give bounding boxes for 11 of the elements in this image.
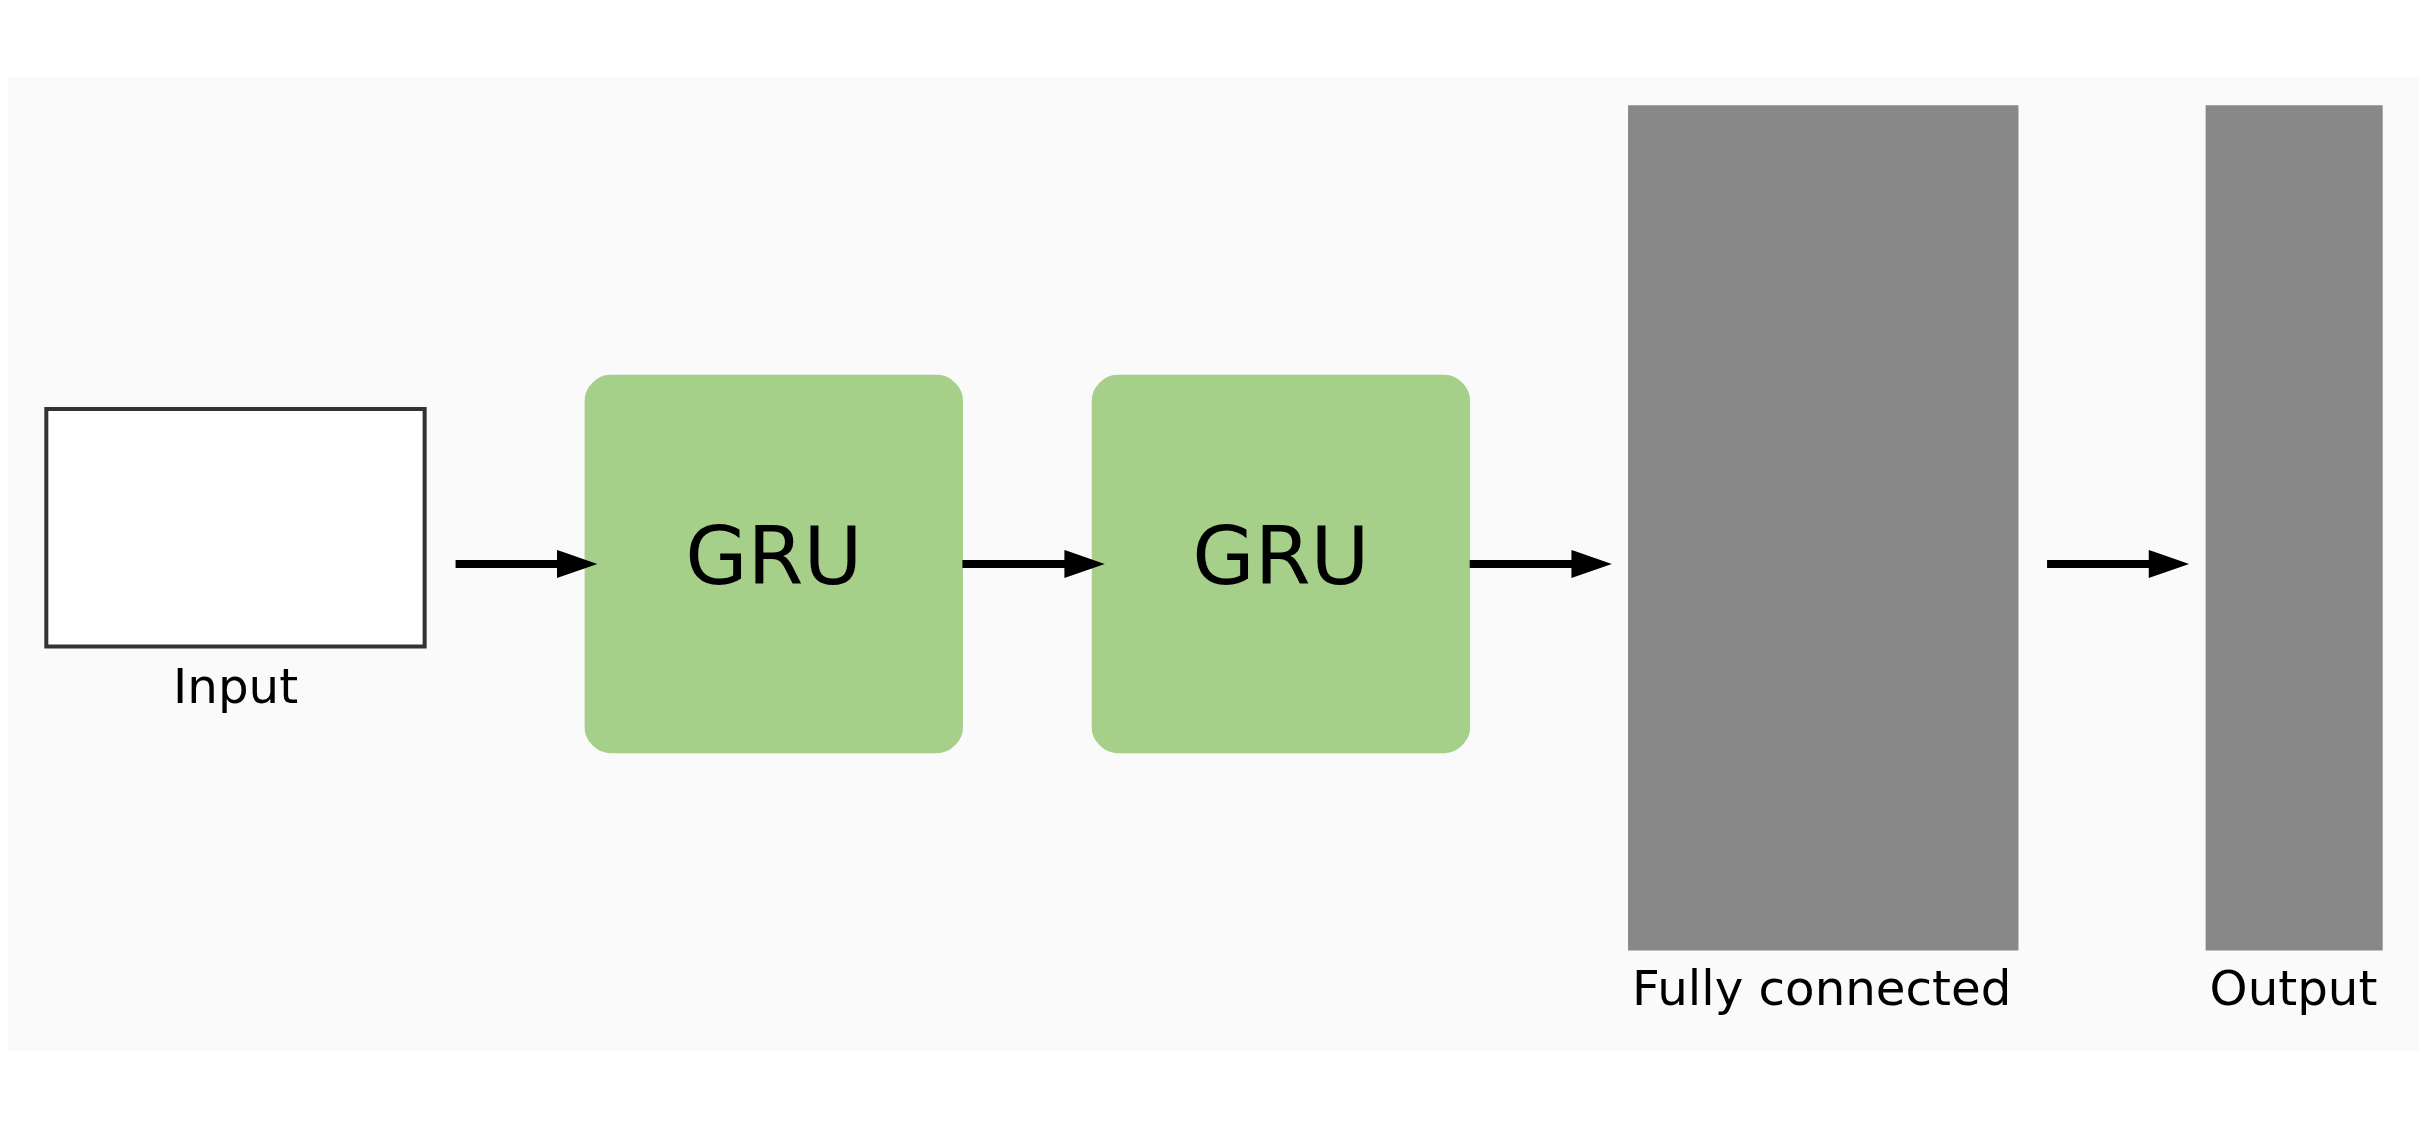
node-label: Output [2209,959,2378,1016]
node-box: GRU [1091,374,1471,753]
node-box [2205,104,2383,950]
node-box [1628,104,2019,950]
arrow [455,549,598,578]
node-label: Fully connected [1632,959,2012,1016]
arrow [1469,549,1612,578]
arrow [962,549,1105,578]
node-label: Input [173,657,299,714]
node-box: GRU [584,374,963,753]
arrow [2047,549,2190,578]
